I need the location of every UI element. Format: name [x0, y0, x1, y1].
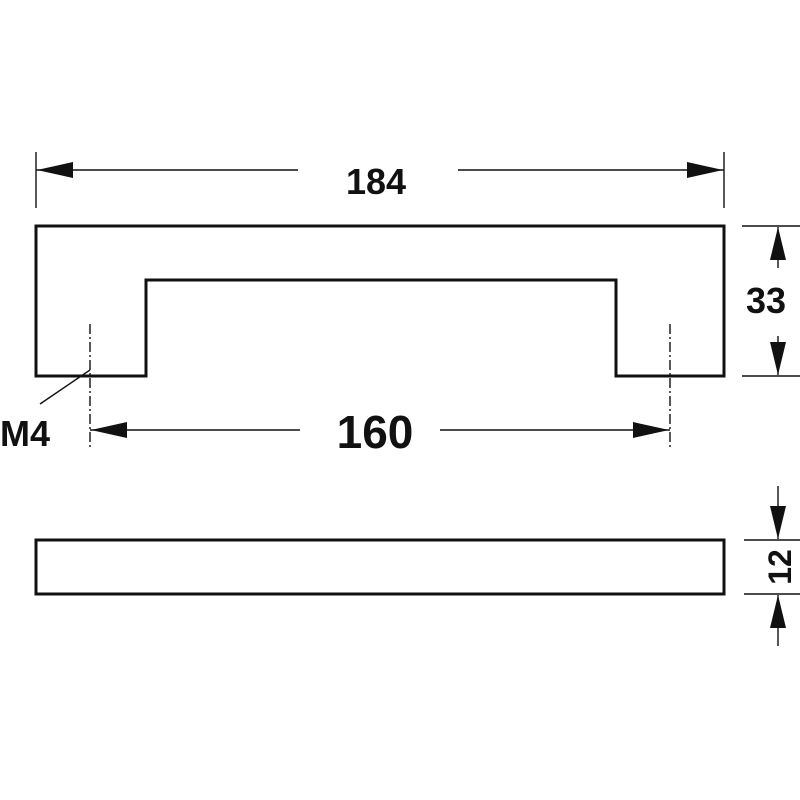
handle-front-outline — [34, 224, 726, 378]
thread-callout: M4 — [0, 369, 91, 454]
thickness-dimension: 12 — [744, 486, 800, 646]
arrowhead-top — [770, 506, 786, 539]
hole-spacing-label: 160 — [337, 406, 414, 458]
thickness-label: 12 — [762, 549, 798, 585]
height-dimension: 33 — [742, 225, 800, 377]
leader-line — [39, 369, 91, 405]
overall-length-label: 184 — [346, 161, 406, 202]
overall-length-dimension: 184 — [35, 152, 725, 208]
arrowhead-left — [91, 422, 127, 438]
arrowhead-right — [633, 422, 669, 438]
arrowhead-top — [770, 227, 786, 260]
arrowhead-left — [37, 162, 73, 178]
hole-spacing-dimension: 160 — [90, 406, 670, 458]
height-label: 33 — [746, 280, 786, 321]
handle-side-outline — [34, 538, 726, 596]
arrowhead-bottom — [770, 595, 786, 628]
arrowhead-right — [687, 162, 723, 178]
thread-label: M4 — [0, 413, 50, 454]
arrowhead-bottom — [770, 342, 786, 375]
